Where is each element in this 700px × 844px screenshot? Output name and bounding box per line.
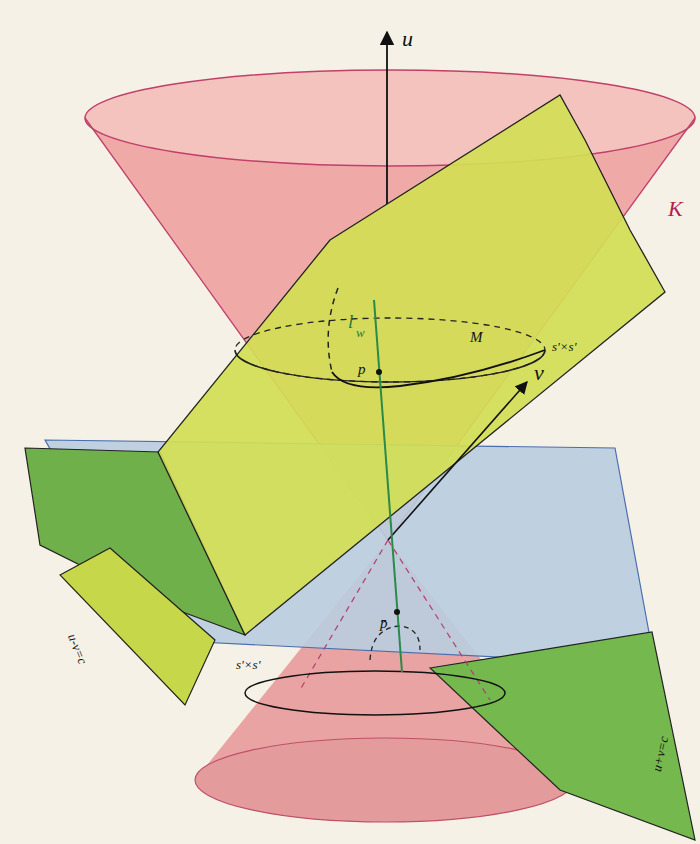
u-axis — [386, 32, 388, 205]
axis-label: u — [402, 28, 413, 50]
axis-label: M — [470, 330, 483, 345]
yellow-plane-tail — [60, 548, 215, 705]
curve — [332, 350, 545, 387]
curve — [370, 626, 420, 660]
cone-generator — [300, 540, 388, 690]
axis-label: u-v=c — [66, 632, 90, 666]
yellow-plane — [158, 95, 665, 635]
axis-label: s'×s' — [552, 340, 576, 353]
circle — [245, 671, 505, 715]
axis-label: p — [358, 362, 366, 377]
axis-label: l — [348, 312, 353, 331]
line-lw — [374, 300, 402, 672]
axis-label: w — [356, 326, 365, 339]
axis-label: p̄ — [380, 616, 388, 631]
point — [394, 609, 400, 615]
point — [376, 369, 382, 375]
axis-label: K — [668, 198, 683, 220]
axis-label: s'×s' — [236, 658, 260, 671]
v-axis — [388, 382, 527, 540]
curve — [328, 288, 338, 372]
green-plane — [430, 632, 695, 840]
upper-cone-rim — [85, 70, 695, 166]
axis-label: v — [534, 362, 544, 384]
circle — [235, 318, 545, 382]
cone-generator — [388, 540, 490, 700]
